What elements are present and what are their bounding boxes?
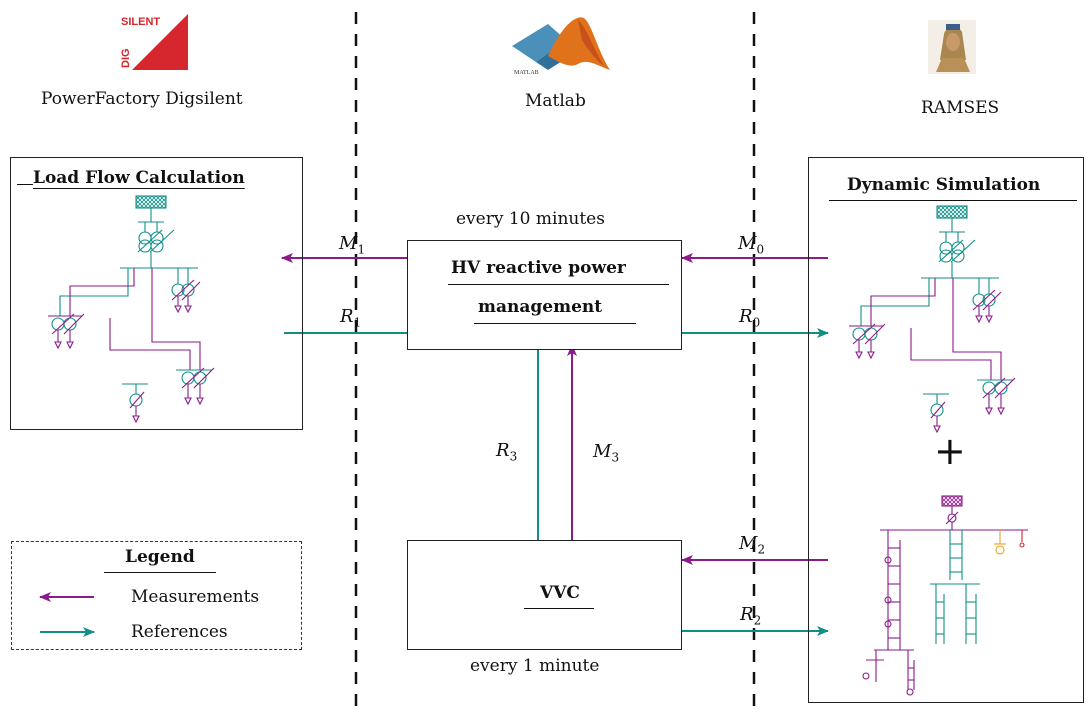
hv-title-line2: management	[478, 297, 602, 317]
vvc-box: VVC	[407, 540, 682, 650]
svg-text:MATLAB: MATLAB	[514, 70, 539, 76]
dynamic-simulation-box: Dynamic Simulation +	[808, 157, 1084, 703]
vvc-title: VVC	[540, 583, 580, 603]
svg-text:DIG: DIG	[120, 48, 132, 68]
matlab-logo: MATLAB	[512, 17, 610, 76]
label-r3: R3	[496, 440, 517, 464]
legend-label-measurements: Measurements	[131, 587, 259, 607]
load-flow-box: Load Flow Calculation	[10, 157, 303, 430]
dynamic-title: Dynamic Simulation	[847, 175, 1040, 195]
label-r1: R1	[340, 306, 361, 330]
legend-box: Legend Measurements References	[11, 541, 302, 650]
hv-title-line1: HV reactive power	[451, 258, 626, 278]
ramses-logo	[928, 20, 976, 74]
legend-title-rule	[104, 572, 216, 573]
label-m3: M3	[593, 441, 619, 465]
hv-interval-note: every 10 minutes	[456, 209, 605, 229]
hv-title-rule1	[448, 284, 669, 285]
load-flow-title: Load Flow Calculation	[17, 168, 245, 188]
svg-text:SILENT: SILENT	[121, 16, 160, 28]
dynamic-title-rule	[829, 200, 1077, 201]
tool-name-ramses: RAMSES	[921, 98, 999, 118]
label-m0: M0	[738, 233, 764, 257]
label-m2: M2	[739, 533, 765, 557]
plus-sign: +	[934, 432, 966, 470]
legend-title: Legend	[125, 547, 195, 567]
tool-name-powerfactory: PowerFactory Digsilent	[41, 89, 243, 109]
vvc-title-rule	[524, 608, 594, 609]
hv-title-rule2	[474, 323, 636, 324]
label-m1: M1	[339, 233, 365, 257]
vvc-interval-note: every 1 minute	[470, 656, 599, 676]
label-r2: R2	[740, 604, 761, 628]
legend-label-references: References	[131, 622, 228, 642]
hv-reactive-power-box: HV reactive power management	[407, 240, 682, 350]
tool-name-matlab: Matlab	[525, 91, 586, 111]
digsilent-logo: SILENT DIG	[118, 14, 188, 70]
label-r0: R0	[739, 306, 760, 330]
